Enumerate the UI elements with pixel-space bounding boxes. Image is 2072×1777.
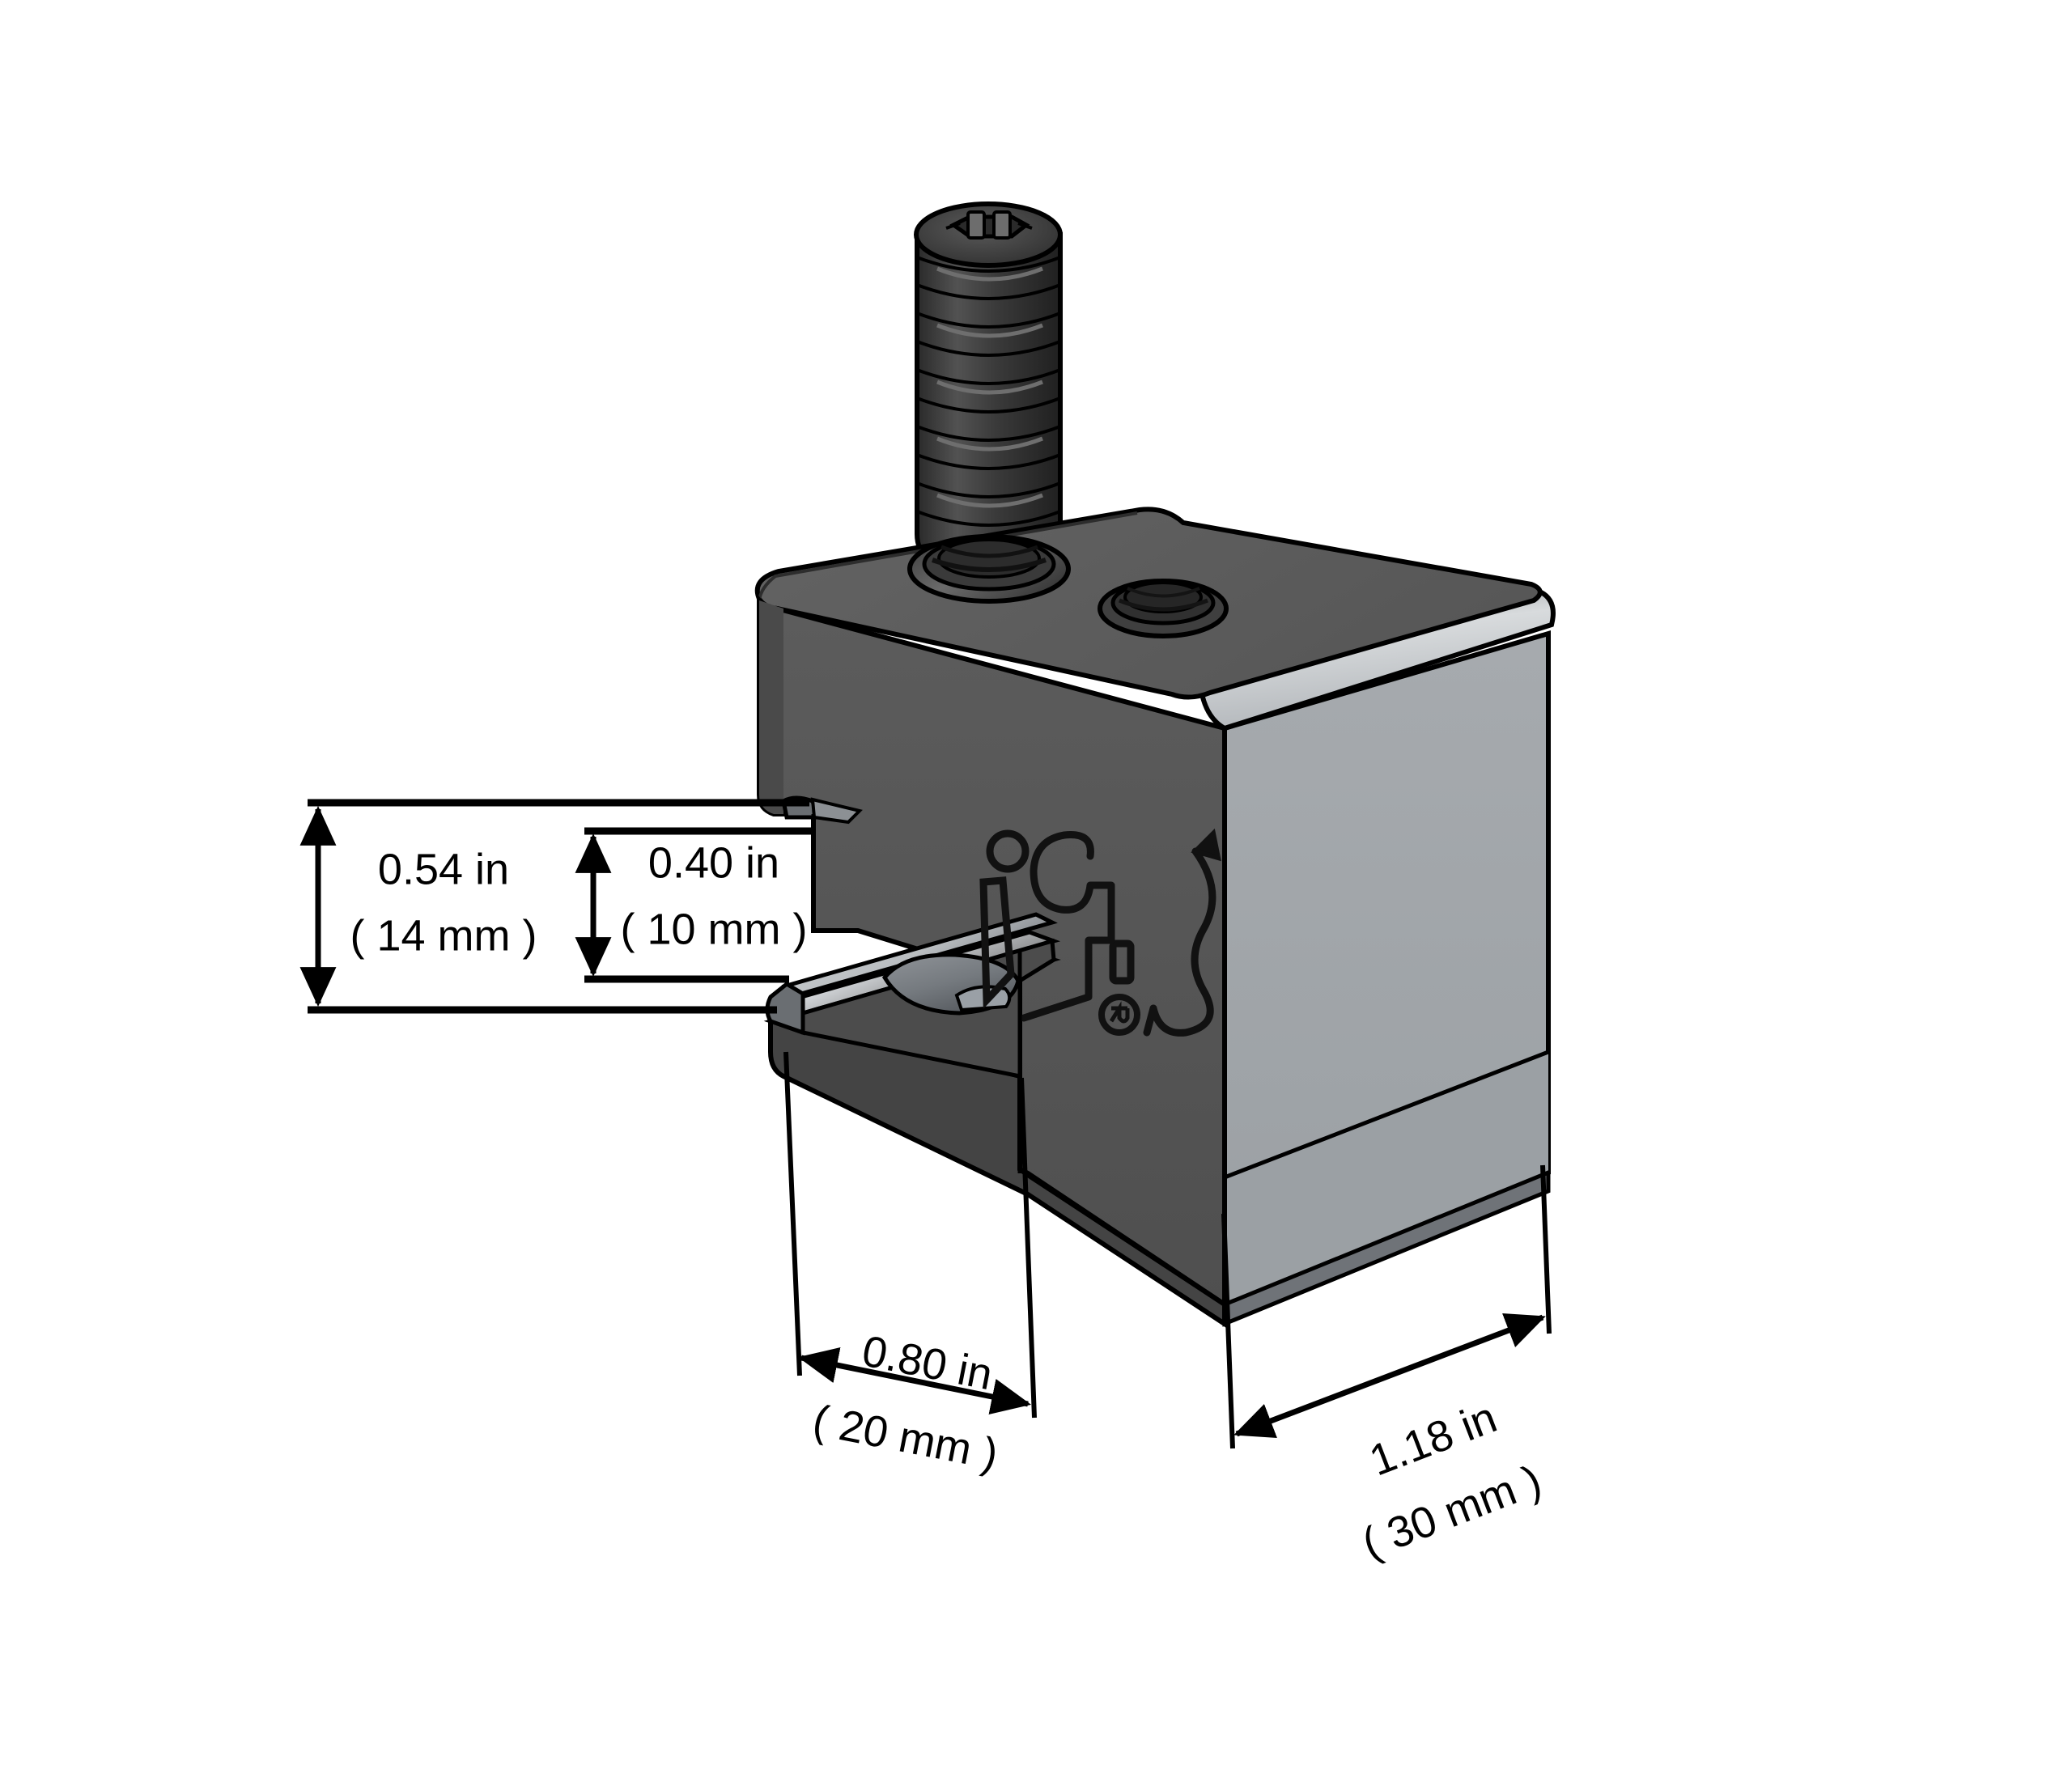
dim-080-arrow-line [797, 1347, 1032, 1415]
dim-054-value-mm: ( 14 mm ) [350, 911, 537, 960]
setscrew-through-hole [907, 534, 1071, 604]
s5-mini-clamp-part [754, 201, 1556, 1329]
jaw-nose [765, 981, 805, 1036]
hex-socket-recess [945, 210, 1033, 240]
logo-exclamation-dot [986, 829, 1030, 873]
logo-5 [1020, 831, 1115, 1022]
clamp-right-face-seam [1224, 1050, 1549, 1180]
dim-118-arrow-line [1233, 1313, 1546, 1438]
dim-118-ext-left [1221, 1213, 1235, 1449]
clamp-top-right-bevel [1197, 587, 1556, 732]
hex-socket-setscrew [914, 201, 1063, 569]
logo-hyphen [1109, 939, 1135, 985]
upper-jaw-lip-bevel [810, 797, 863, 825]
dimension-jaw-opening-total: 0.54 in ( 14 mm ) [299, 799, 809, 1014]
logo-s-upper [1143, 847, 1216, 1037]
logo-registered-r [1109, 1001, 1130, 1024]
dim-080-ext-left [783, 1051, 802, 1376]
dim-040-value-mm: ( 10 mm ) [620, 905, 807, 953]
threaded-top-hole [1098, 579, 1229, 638]
dim-118-ext-right [1540, 1164, 1552, 1334]
setscrew-shaft [915, 232, 1063, 569]
setscrew-threads [915, 256, 1062, 527]
dimension-jaw-opening-slot: 0.40 in ( 10 mm ) [575, 827, 813, 983]
logo-registered-icon [1098, 994, 1140, 1036]
s5-logo-embossed [979, 828, 1221, 1037]
clamp-right-face-lower [1225, 1052, 1548, 1304]
clamp-front-left-bevel [759, 600, 783, 814]
dim-080-ext-right [1019, 1077, 1037, 1419]
logo-s-upper-tail [1191, 828, 1221, 862]
logo-exclamation-bar [979, 876, 1015, 1010]
dim-054-value-in: 0.54 in [378, 845, 509, 893]
dim-040-value-in: 0.40 in [648, 838, 779, 887]
